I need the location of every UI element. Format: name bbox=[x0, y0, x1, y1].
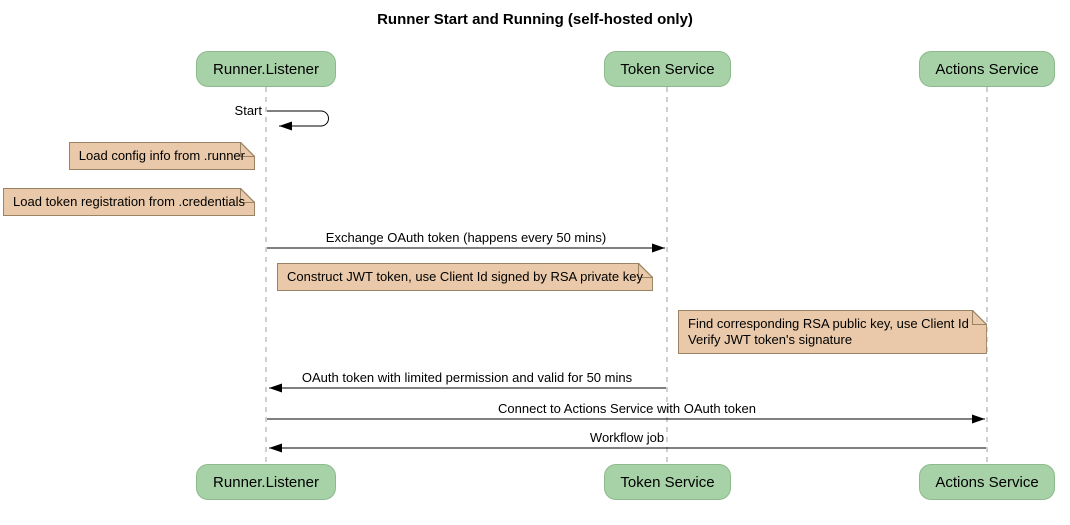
note-background bbox=[277, 263, 653, 291]
participant-label: Token Service bbox=[620, 60, 715, 78]
participant-label: Token Service bbox=[620, 473, 715, 491]
message-label-exchange-oauth-token: Exchange OAuth token (happens every 50 m… bbox=[325, 230, 607, 245]
participant-top-runner-listener: Runner.Listener bbox=[196, 51, 336, 87]
note-background bbox=[69, 142, 255, 170]
participant-top-actions-service: Actions Service bbox=[919, 51, 1055, 87]
self-message-label-start: Start bbox=[234, 103, 262, 118]
note-background bbox=[3, 188, 255, 216]
participant-bottom-runner-listener: Runner.Listener bbox=[196, 464, 336, 500]
note-fold-corner bbox=[240, 142, 255, 157]
participant-bottom-actions-service: Actions Service bbox=[919, 464, 1055, 500]
participant-top-token-service: Token Service bbox=[604, 51, 731, 87]
participant-bottom-token-service: Token Service bbox=[604, 464, 731, 500]
participant-label: Actions Service bbox=[935, 60, 1039, 78]
note-construct-jwt-token: Construct JWT token, use Client Id signe… bbox=[277, 263, 653, 291]
note-fold-corner bbox=[971, 310, 987, 325]
note-load-config: Load config info from .runner bbox=[69, 142, 255, 170]
message-label-connect-actions-service: Connect to Actions Service with OAuth to… bbox=[498, 401, 756, 416]
self-message-arrow-start bbox=[267, 110, 329, 131]
note-text: Find corresponding RSA public key, use C… bbox=[678, 310, 987, 354]
note-verify-jwt-token: Find corresponding RSA public key, use C… bbox=[678, 310, 987, 354]
note-load-token-registration: Load token registration from .credential… bbox=[3, 188, 255, 216]
note-fold-corner bbox=[240, 188, 255, 203]
note-background bbox=[678, 310, 987, 354]
note-text: Load config info from .runner bbox=[78, 148, 245, 163]
participant-label: Runner.Listener bbox=[213, 473, 319, 491]
message-label-workflow-job: Workflow job bbox=[589, 430, 665, 445]
note-text: Load token registration from .credential… bbox=[13, 194, 245, 209]
participant-label: Runner.Listener bbox=[213, 60, 319, 78]
message-label-oauth-token-returned: OAuth token with limited permission and … bbox=[301, 370, 633, 385]
diagram-title: Runner Start and Running (self-hosted on… bbox=[377, 11, 693, 28]
note-text: Construct JWT token, use Client Id signe… bbox=[287, 269, 643, 284]
participant-label: Actions Service bbox=[935, 473, 1039, 491]
note-text-line-1: Find corresponding RSA public key, use C… bbox=[688, 316, 969, 331]
note-fold-corner bbox=[637, 263, 653, 278]
note-text-line-2: Verify JWT token's signature bbox=[688, 332, 853, 347]
